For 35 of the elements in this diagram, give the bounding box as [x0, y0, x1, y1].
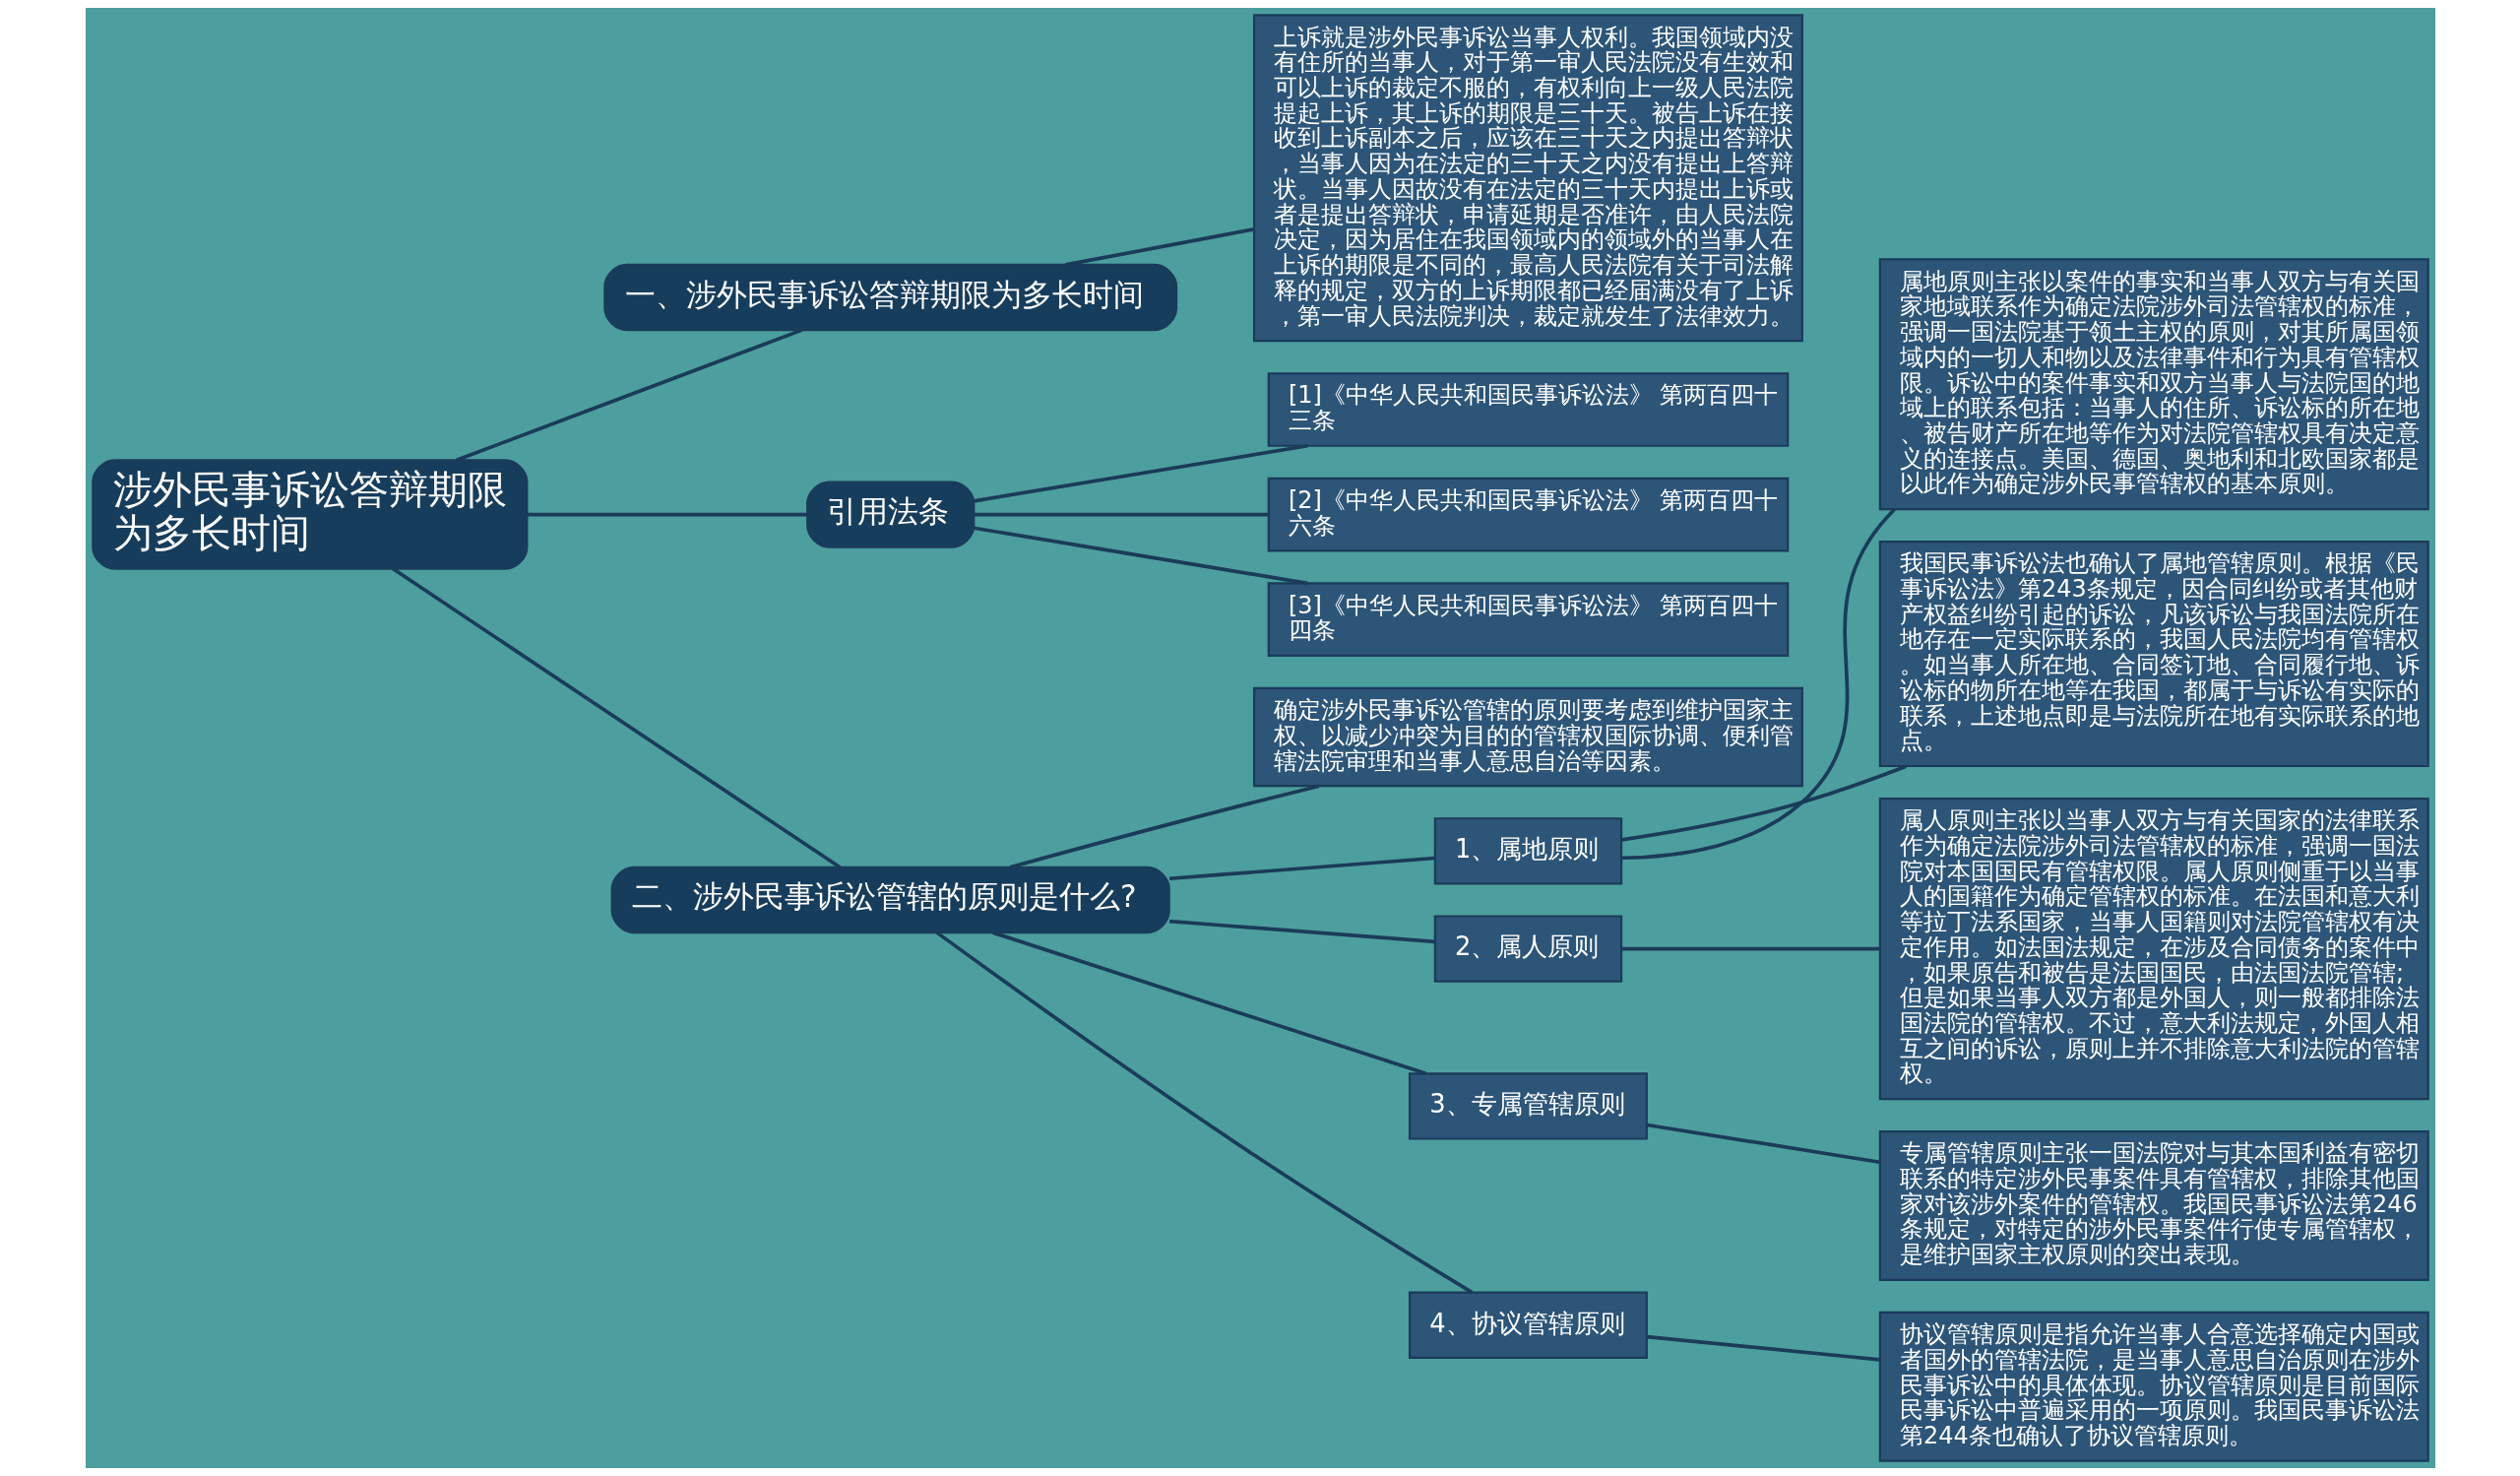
node-box: 专属管辖原则主张一国法院对与其本国利益有密切联系的特定涉外民事案件具有管辖权，排除其他国家对该涉外案件的管辖权。我国民事诉讼法第246条规定，对特定的涉外民事案件行使专属管辖权，是维护国家主权原则的突出表现。 [1878, 1130, 2429, 1281]
node-box: 我国民事诉讼法也确认了属地管辖原则。根据《民事诉讼法》第243条规定，因合同纠纷或者其他财产权益纠纷引起的诉讼，凡该诉讼与我国法院所在地存在一定实际联系的，我国人民法院均有管辖权。如当事人所在地、合同签订地、合同履行地、诉讼标的物所在地等在我国，都属于与诉讼有实际的联系，上述地点即是与法院所在地有实际联系的地点。 [1878, 541, 2429, 768]
node-box: 涉外民事诉讼答辩期限为多长时间 [91, 459, 528, 570]
node-box: [1]《中华人民共和国民事诉讼法》 第两百四十三条 [1267, 372, 1789, 447]
connector [973, 526, 1308, 586]
node-box: 上诉就是涉外民事诉讼当事人权利。我国领域内没有住所的当事人，对于第一审人民法院没有生效和可以上诉的裁定不服的，有权利向上一级人民法院提起上诉，其上诉的期限是三十天。被告上诉在接收到上诉副本之后，应该在三十天之内提出答辩状，当事人因为在法定的三十天之内没有提出上答辩状。当事人因故没有在法定的三十天内提出上诉或者是提出答辩状，申请延期是否准许，由人民法院决定，因为居住在我国领域内的领域外的当事人在上诉的期限是不同的，最高人民法院有关于司法解释的规定，双方的上诉期限都已经届满没有了上诉，第一审人民法院判决，裁定就发生了法律效力。 [1252, 14, 1803, 343]
connector [1620, 764, 1907, 842]
node-box: 2、属人原则 [1433, 915, 1622, 983]
connector [935, 931, 1473, 1295]
connector [973, 443, 1308, 503]
node-box: 二、涉外民事诉讼管辖的原则是什么? [610, 866, 1170, 934]
connector [991, 931, 1426, 1075]
node-box: [3]《中华人民共和国民事诉讼法》 第两百四十四条 [1267, 582, 1789, 657]
connector [1168, 856, 1435, 881]
node-box: 3、专属管辖原则 [1408, 1072, 1648, 1140]
node-box: 1、属地原则 [1433, 817, 1622, 885]
node-box: 属地原则主张以案件的事实和当事人双方与有关国家地域联系作为确定法院涉外司法管辖权的标准，强调一国法院基于领土主权的原则，对其所属国领域内的一切人和物以及法律事件和行为具有管辖权限。诉讼中的案件事实和双方当事人与法院国的地域上的联系包括：当事人的住所、诉讼标的所在地、被告财产所在地等作为对法院管辖权具有决定意义的连接点。美国、德国、奥地利和北欧国家都是以此作为确定涉外民事管辖权的基本原则。 [1878, 258, 2429, 511]
node-box: 引用法条 [805, 481, 975, 548]
node-box: 4、协议管辖原则 [1408, 1291, 1648, 1359]
connector [391, 567, 841, 869]
node-box: 一、涉外民事诉讼答辩期限为多长时间 [602, 263, 1177, 332]
connector [1646, 1334, 1880, 1362]
connector [1168, 919, 1435, 944]
node-box: 确定涉外民事诉讼管辖的原则要考虑到维护国家主权、以减少冲突为目的的管辖权国际协调、便利管辖法院审理和当事人意思自治等因素。 [1252, 686, 1803, 788]
connector [1064, 227, 1254, 267]
connector [1620, 507, 1896, 861]
node-box: [2]《中华人民共和国民事诉讼法》 第两百四十六条 [1267, 477, 1789, 552]
node-box: 协议管辖原则是指允许当事人合意选择确定内国或者国外的管辖法院，是当事人意思自治原则在涉外民事诉讼中的具体体现。协议管辖原则是目前国际民事诉讼中普遍采用的一项原则。我国民事诉讼法第244条也确认了协议管辖原则。 [1878, 1311, 2429, 1462]
connector [455, 328, 803, 462]
connector [1009, 784, 1319, 869]
node-box: 属人原则主张以当事人双方与有关国家的法律联系作为确定法院涉外司法管辖权的标准，强调一国法院对本国国民有管辖权限。属人原则侧重于以当事人的国籍作为确定管辖权的标准。在法国和意大利等拉丁法系国家，当事人国籍则对法院管辖权有决定作用。如法国法规定，在涉及合同债务的案件中，如果原告和被告是法国国民，由法国法院管辖;但是如果当事人双方都是外国人，则一般都排除法国法院的管辖权。不过，意大利法规定，外国人相互之间的诉讼，原则上并不排除意大利法院的管辖权。 [1878, 797, 2429, 1101]
connector [1621, 946, 1879, 951]
connector [973, 512, 1268, 517]
connector [1646, 1123, 1880, 1165]
connector [527, 512, 807, 517]
